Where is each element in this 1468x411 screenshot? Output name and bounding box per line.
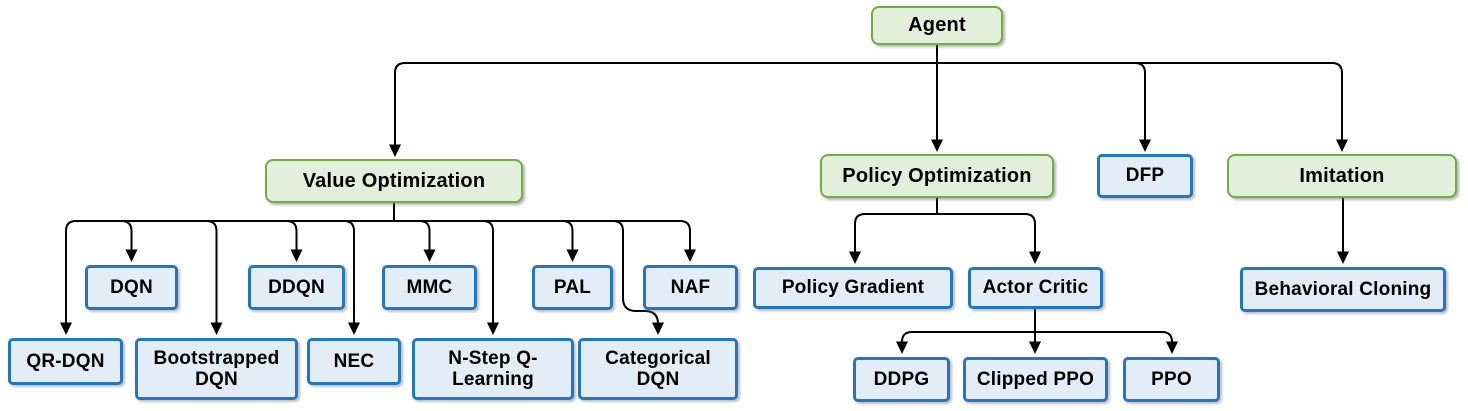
node-categorical-dqn: Categorical DQN [578, 338, 738, 400]
node-nec: NEC [307, 338, 401, 385]
node-pal: PAL [532, 265, 613, 310]
node-dfp: DFP [1097, 154, 1193, 198]
edge-vo-bootstrapped-dqn [206, 220, 223, 335]
node-mmc: MMC [382, 265, 477, 310]
edge-po-horizontal [854, 213, 1036, 225]
node-qr-dqn: QR-DQN [8, 338, 123, 385]
node-policy-gradient: Policy Gradient [753, 267, 953, 309]
edge-agent-dfp [1134, 62, 1151, 152]
node-bootstrapped-dqn: Bootstrapped DQN [135, 338, 298, 400]
edge-vo-categorical-dqn [612, 220, 664, 335]
edge-vo-nec [343, 220, 360, 335]
edge-vo-ddqn [286, 220, 303, 262]
edge-vo-mmc [419, 220, 436, 262]
edge-agent-trunk-horizontal [394, 62, 1343, 74]
node-clipped-ppo: Clipped PPO [963, 357, 1108, 402]
node-dqn: DQN [85, 265, 178, 310]
edge-vo-pal [562, 220, 579, 262]
edge-vo-horizontal [65, 220, 691, 232]
edge-vo-n-step-q-learning [482, 220, 499, 335]
node-behavioral-cloning: Behavioral Cloning [1240, 267, 1446, 312]
edge-ac-horizontal [901, 331, 1173, 343]
node-ddpg: DDPG [853, 357, 950, 402]
edge-vo-dqn [121, 220, 138, 262]
node-value-optimization: Value Optimization [265, 159, 523, 203]
node-agent: Agent [871, 6, 1003, 45]
node-imitation: Imitation [1227, 154, 1457, 198]
node-naf: NAF [643, 265, 738, 310]
node-actor-critic: Actor Critic [968, 267, 1103, 309]
node-ppo: PPO [1123, 357, 1220, 402]
node-policy-optimization: Policy Optimization [820, 154, 1054, 198]
node-ddqn: DDQN [248, 265, 345, 310]
node-n-step-q-learning: N-Step Q-Learning [412, 338, 574, 400]
